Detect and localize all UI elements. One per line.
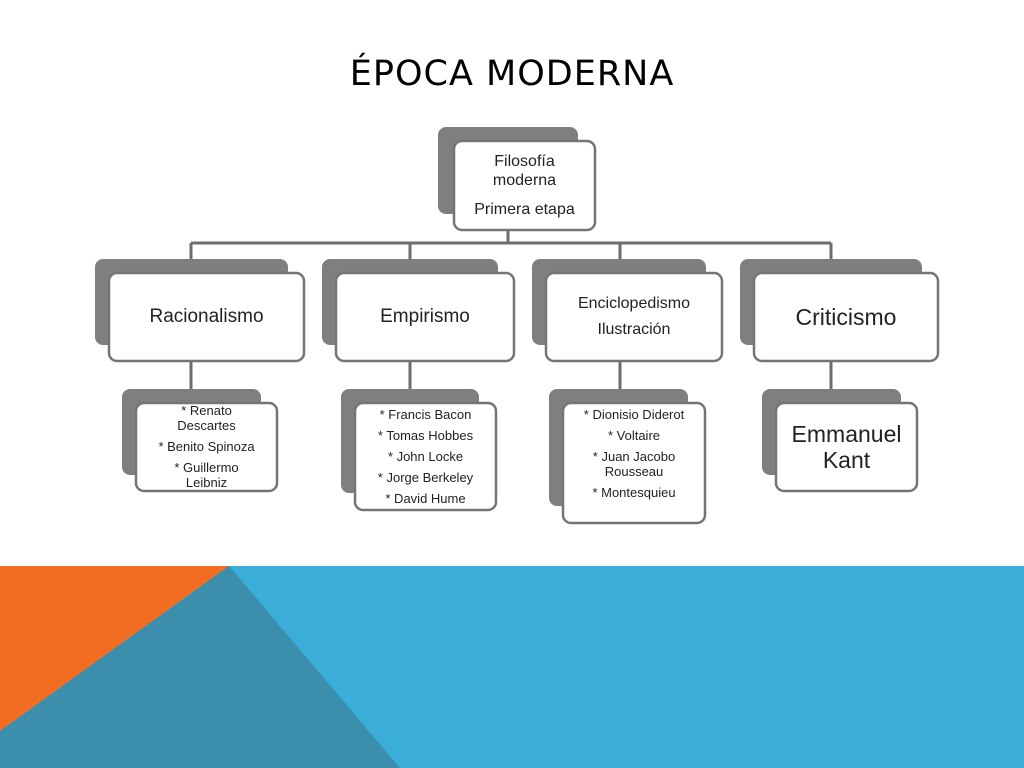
- list-item: * Tomas Hobbes: [377, 428, 474, 443]
- slide-title: ÉPOCA MODERNA: [349, 54, 675, 94]
- list-item: * Dionisio Diderot: [583, 406, 685, 422]
- root-node: Filosofía moderna Primera etapa: [454, 141, 595, 230]
- branch-node-criticismo: Criticismo: [754, 273, 938, 361]
- list-item: * John Locke: [387, 449, 464, 464]
- root-node-subtitle: Primera etapa: [474, 201, 575, 218]
- list-item: * Guillermo Leibniz: [174, 459, 239, 490]
- branch-label: Criticismo: [795, 304, 897, 330]
- list-item: Emmanuel Kant: [791, 421, 902, 473]
- list-item: * Juan Jacobo Rousseau: [592, 448, 676, 479]
- branch-sublabel: Ilustración: [597, 321, 671, 338]
- root-node-title: Filosofía moderna: [492, 153, 557, 189]
- list-item: * Benito Spinoza: [158, 438, 255, 454]
- leaf-node-criticistas: Emmanuel Kant: [776, 403, 917, 491]
- list-item: * David Hume: [385, 491, 466, 506]
- branch-node-enciclopedismo: Enciclopedismo Ilustración: [546, 273, 722, 361]
- list-item: * Voltaire: [607, 427, 661, 443]
- list-item: * Montesquieu: [592, 484, 676, 500]
- leaf-node-empiristas: * Francis Bacon * Tomas Hobbes * John Lo…: [355, 403, 496, 510]
- leaf-node-shapes: [122, 389, 919, 525]
- branch-node-empirismo: Empirismo: [336, 273, 514, 361]
- branch-label: Enciclopedismo: [577, 295, 691, 312]
- leaf-node-racionalistas: * Renato Descartes * Benito Spinoza * Gu…: [136, 398, 277, 494]
- branch-node-racionalismo: Racionalismo: [109, 273, 304, 361]
- leaf-node-enciclopedistas: * Dionisio Diderot * Voltaire * Juan Jac…: [563, 398, 705, 508]
- connector-lines: [189, 230, 833, 390]
- list-item: * Francis Bacon: [379, 407, 472, 422]
- list-item: * Jorge Berkeley: [377, 470, 474, 485]
- branch-label: Empirismo: [380, 306, 470, 327]
- list-item: * Renato Descartes: [177, 402, 236, 433]
- branch-label: Racionalismo: [149, 306, 264, 327]
- branch-node-shapes: [95, 259, 940, 363]
- footer-decoration: [0, 566, 1024, 768]
- root-node-shape: [438, 127, 597, 232]
